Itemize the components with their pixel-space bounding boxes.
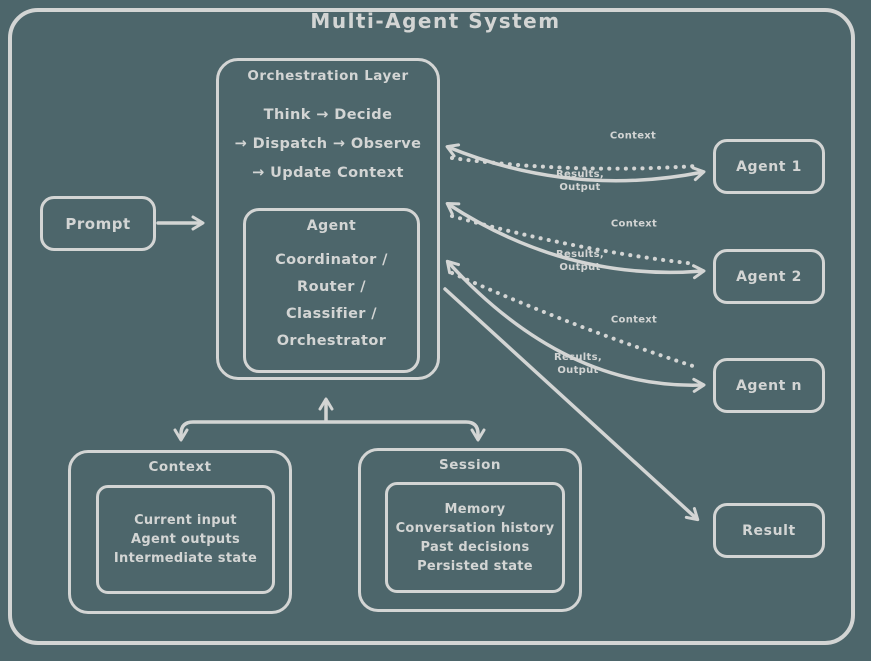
agent-n-box: Agent n xyxy=(713,358,825,413)
context-store-box: Context Current input Agent outputs Inte… xyxy=(68,450,292,614)
context-edge-label-3: Context xyxy=(610,314,658,326)
step-dispatch-observe: → Dispatch → Observe xyxy=(234,136,422,152)
context-item-intermediate-state: Intermediate state xyxy=(113,551,258,566)
session-item-memory: Memory xyxy=(444,501,506,517)
session-item-conversation-history: Conversation history xyxy=(395,520,555,536)
results-edge-label-1-line2: Output xyxy=(559,182,601,193)
results-edge-label-3-line2: Output xyxy=(557,365,599,376)
orchestration-layer-title: Orchestration Layer xyxy=(247,68,409,84)
outer-frame xyxy=(8,8,855,645)
agent-2-label: Agent 2 xyxy=(736,268,802,285)
results-edge-label-2: Results, Output xyxy=(556,248,604,274)
context-edge-label-1: Context xyxy=(609,130,657,142)
session-store-box: Session Memory Conversation history Past… xyxy=(358,448,582,612)
session-store-title: Session xyxy=(439,457,501,473)
results-edge-label-1: Results, Output xyxy=(556,168,604,194)
orchestration-steps: Think → Decide → Dispatch → Observe → Up… xyxy=(219,101,437,188)
role-classifier: Classifier / xyxy=(285,306,378,322)
prompt-label: Prompt xyxy=(65,214,131,233)
role-orchestrator: Orchestrator xyxy=(276,333,387,349)
context-edge-label-2: Context xyxy=(610,218,658,230)
results-edge-label-3: Results, Output xyxy=(554,351,602,377)
results-edge-label-3-line1: Results, xyxy=(554,352,602,363)
step-update-context: → Update Context xyxy=(252,165,404,181)
session-store-inner-box: Memory Conversation history Past decisio… xyxy=(385,482,565,593)
agent-1-box: Agent 1 xyxy=(713,139,825,194)
context-store-inner-box: Current input Agent outputs Intermediate… xyxy=(96,485,275,594)
context-item-agent-outputs: Agent outputs xyxy=(131,532,240,547)
context-store-title: Context xyxy=(148,459,212,475)
agent-box: Agent Coordinator / Router / Classifier … xyxy=(243,208,420,373)
results-edge-label-2-line1: Results, xyxy=(556,249,604,260)
session-item-persisted-state: Persisted state xyxy=(417,558,533,574)
agent-2-box: Agent 2 xyxy=(713,249,825,304)
session-item-past-decisions: Past decisions xyxy=(420,539,530,555)
orchestration-layer-box: Orchestration Layer Think → Decide → Dis… xyxy=(216,58,440,380)
result-arrow xyxy=(443,287,700,522)
results-edge-label-2-line2: Output xyxy=(559,262,601,273)
page-title: Multi-Agent System xyxy=(310,9,561,33)
agent-1-label: Agent 1 xyxy=(736,158,802,175)
session-store-items: Memory Conversation history Past decisio… xyxy=(396,500,555,576)
agent-roles: Coordinator / Router / Classifier / Orch… xyxy=(246,247,417,355)
agent-n-label: Agent n xyxy=(735,377,803,394)
role-coordinator: Coordinator / xyxy=(275,252,388,268)
results-arrow-agent1 xyxy=(445,143,706,183)
role-router: Router / xyxy=(297,279,366,295)
results-arrow-agentn xyxy=(445,259,706,393)
store-connector-branches xyxy=(173,420,486,442)
step-think-decide: Think → Decide xyxy=(263,107,393,123)
prompt-box: Prompt xyxy=(40,196,156,251)
agent-title: Agent xyxy=(306,218,357,234)
result-label: Result xyxy=(742,522,796,539)
result-box: Result xyxy=(713,503,825,558)
results-edge-label-1-line1: Results, xyxy=(556,169,604,180)
context-item-current-input: Current input xyxy=(134,513,237,528)
context-store-items: Current input Agent outputs Intermediate… xyxy=(114,511,257,568)
